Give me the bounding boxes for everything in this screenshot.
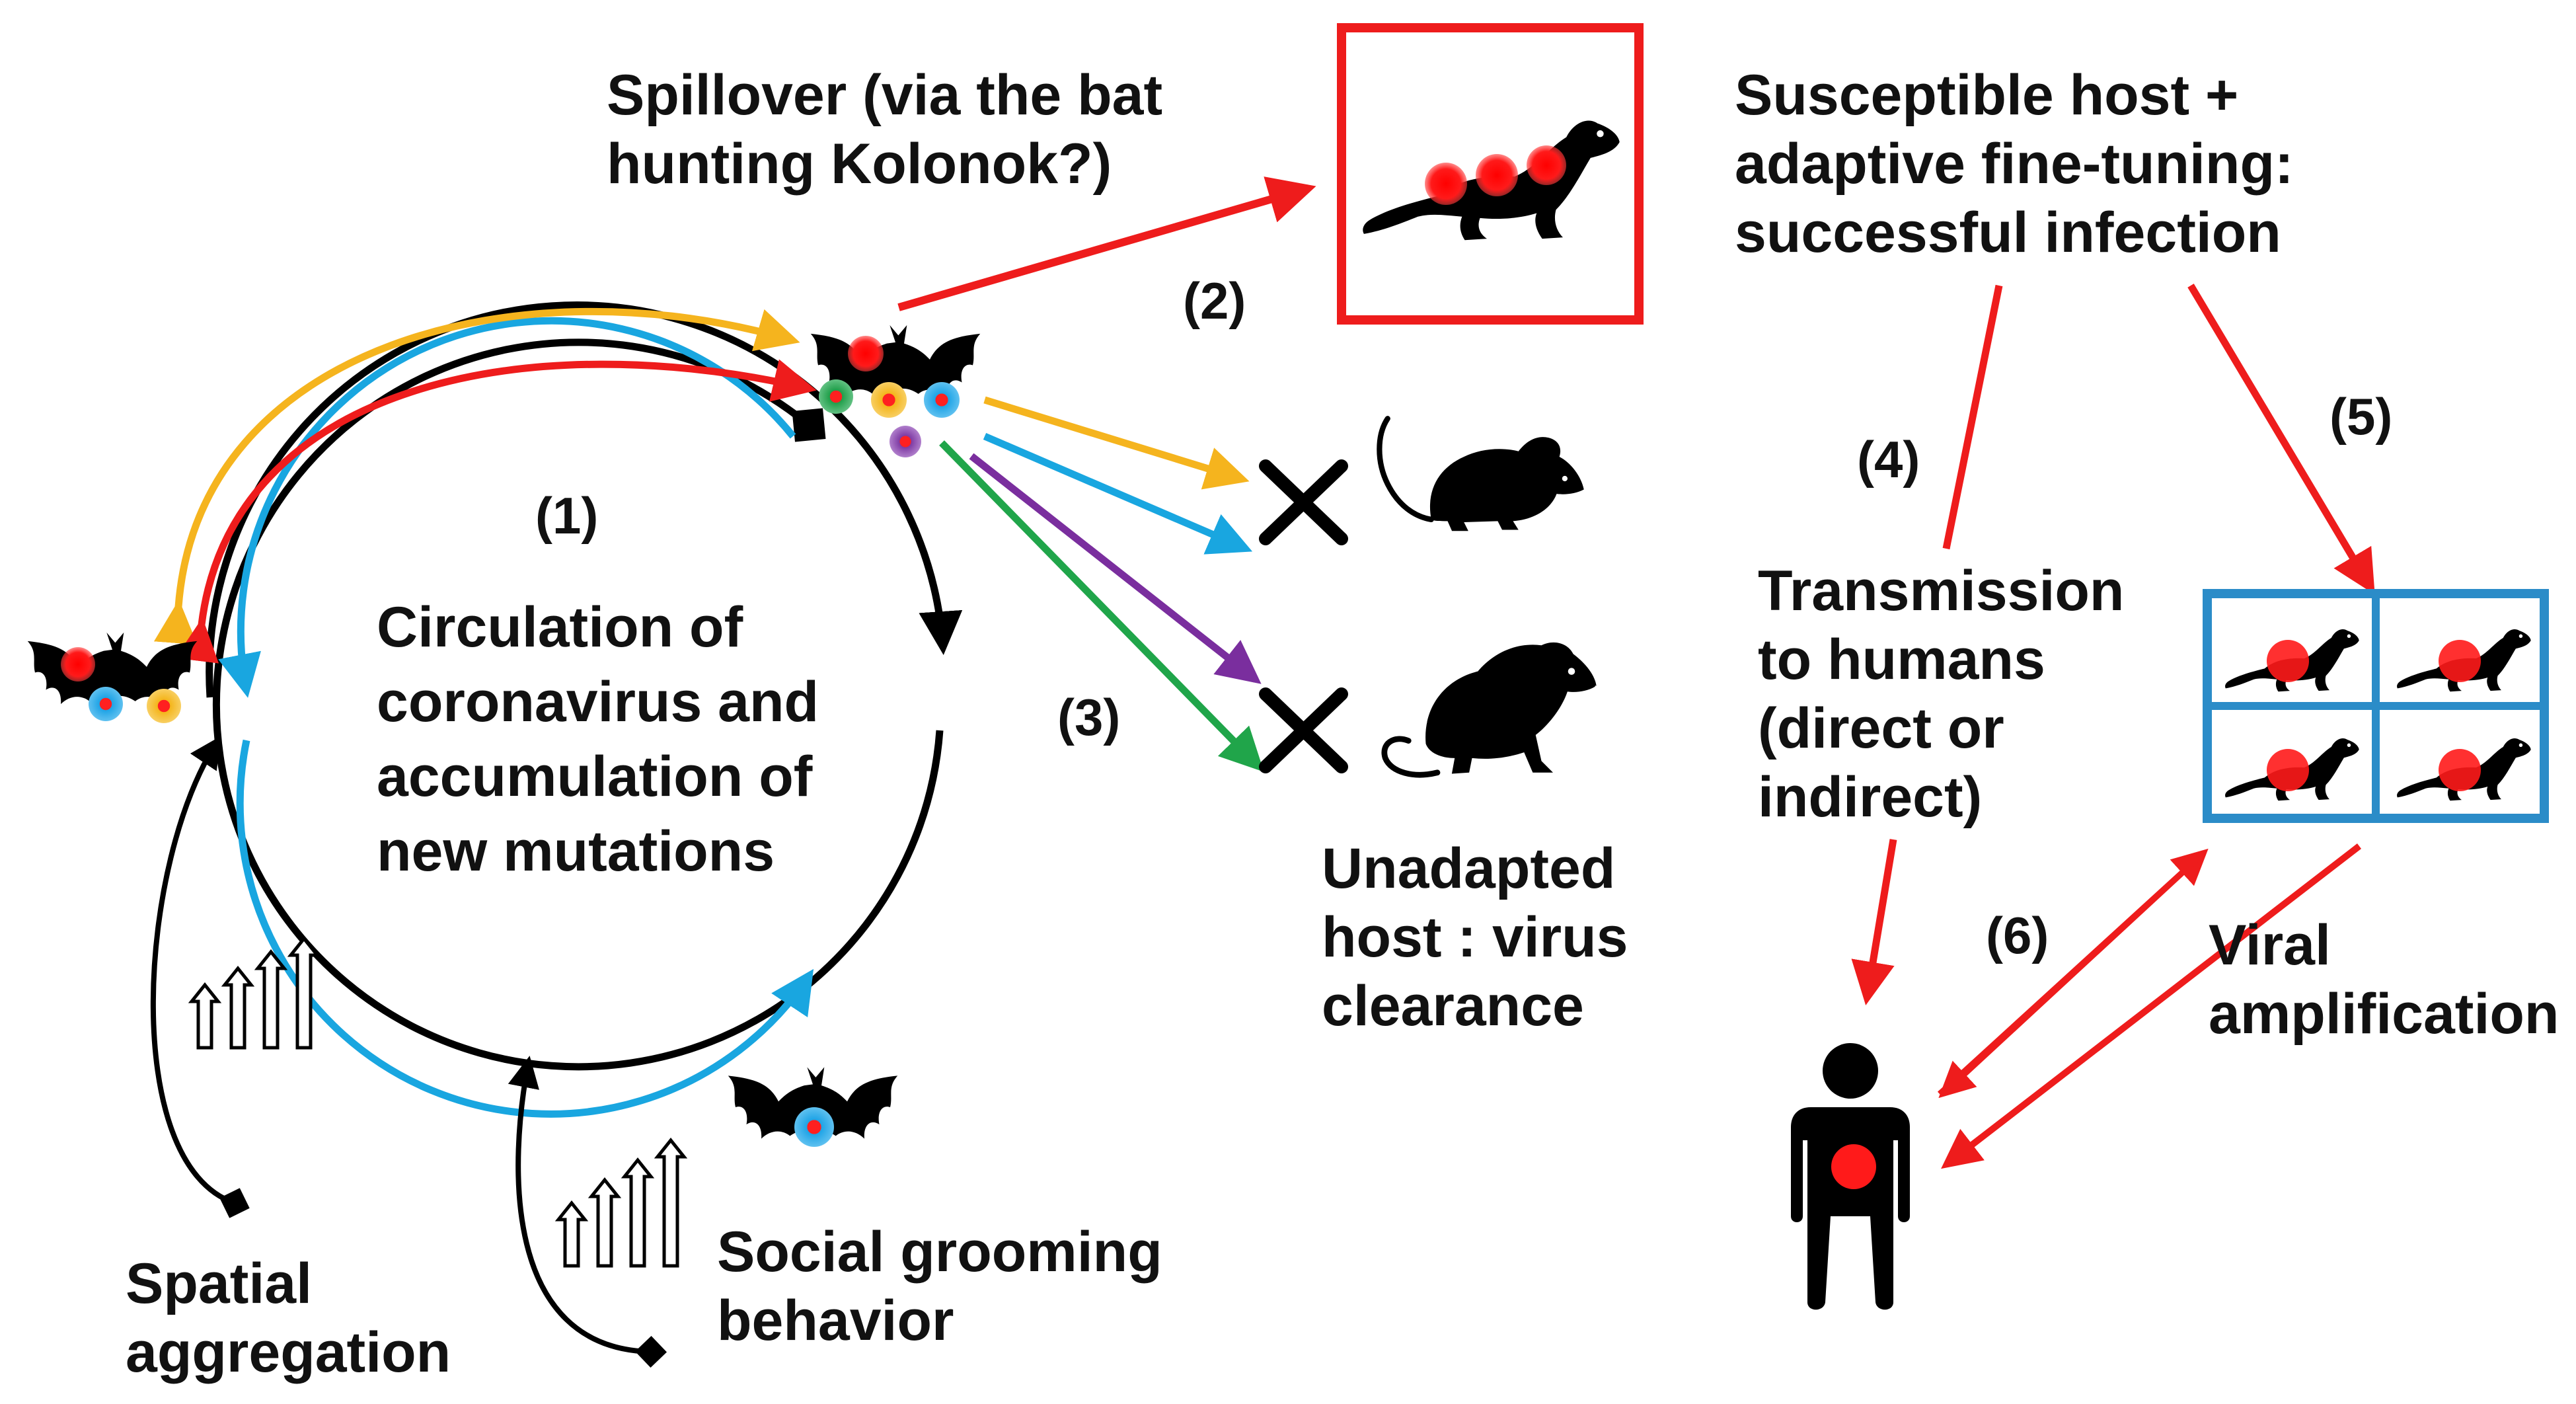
spatial-aggregation-label: Spatial aggregation <box>126 1252 451 1384</box>
step-5-label: (5) <box>2330 387 2393 446</box>
bat-grooming-icon <box>728 1067 898 1147</box>
cross-icon <box>1259 459 1348 545</box>
arrow-transmission-human <box>1851 839 1897 1005</box>
arrow-5 <box>2187 284 2375 595</box>
step-2-label: (2) <box>1183 272 1246 330</box>
arrow-spillover <box>897 176 1316 311</box>
step-4-label: (4) <box>1857 430 1920 488</box>
transmission-label: Transmission to humans (direct or indire… <box>1758 559 2125 829</box>
unadapted-host-label: Unadapted host : virus clearance <box>1322 837 1628 1038</box>
arrow-yellow-mouse <box>983 396 1250 490</box>
connector-grooming <box>508 1056 667 1368</box>
arrow-4 <box>1942 284 2003 550</box>
arrow-amplification-human <box>1941 843 2362 1169</box>
kolonok-box <box>1337 23 1644 325</box>
arrow-green-rat <box>939 440 1264 772</box>
behavior-connectors <box>150 736 667 1368</box>
arrow-purple-rat <box>969 453 1262 684</box>
bat-top-icon <box>810 325 981 457</box>
rat-icon <box>1384 643 1597 775</box>
spillover-arrows <box>897 176 1316 772</box>
infection-arrows <box>1851 284 2375 1169</box>
bat-left-icon <box>27 632 198 723</box>
step-3-label: (3) <box>1057 688 1121 746</box>
arrow-6-down <box>1938 850 2207 1099</box>
spillover-label: Spillover (via the bat hunting Kolonok?) <box>607 63 1163 196</box>
ferret-grid <box>2203 589 2549 823</box>
cycle-red-arc <box>175 359 817 664</box>
connector-spatial <box>150 736 250 1218</box>
step-1-label: (1) <box>535 487 599 545</box>
unadapted-hosts <box>1259 418 1597 775</box>
arrow-blue-mouse <box>983 432 1253 555</box>
social-grooming-label: Social grooming behavior <box>717 1220 1162 1352</box>
cross-icon <box>1259 687 1348 773</box>
mouse-icon <box>1379 418 1583 531</box>
circulation-label: Circulation of coronavirus and accumulat… <box>377 596 819 883</box>
step-6-label: (6) <box>1986 906 2049 964</box>
viral-amplification-label: Viral amplification <box>2209 914 2559 1046</box>
growth-arrows-icon <box>188 935 688 1268</box>
human-icon <box>1791 1043 1910 1310</box>
susceptible-host-label: Susceptible host + adaptive fine-tuning:… <box>1735 63 2294 264</box>
